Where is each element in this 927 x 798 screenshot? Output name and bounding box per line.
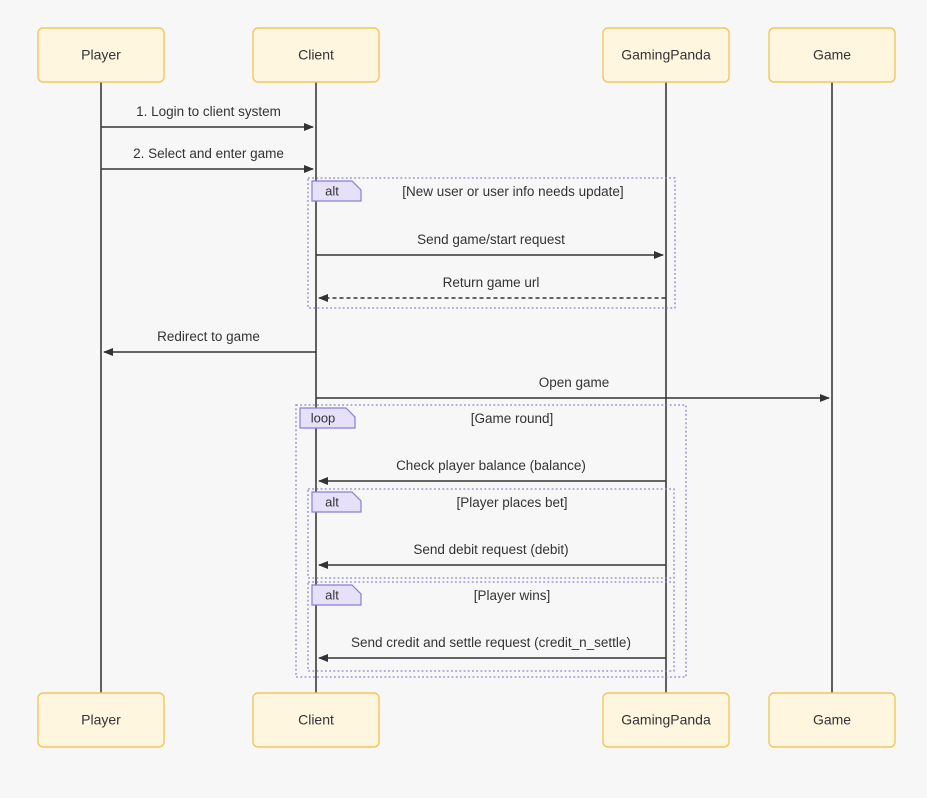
frame-tab-shape — [311, 584, 362, 606]
participant-box[interactable] — [768, 692, 896, 748]
message-m5: Redirect to game — [103, 329, 316, 356]
participants-bottom-group: Player Client GamingPanda Game — [37, 692, 896, 748]
message-label: Open game — [539, 375, 610, 390]
message-label: Send credit and settle request (credit_n… — [351, 635, 631, 650]
participant-player-top[interactable]: Player — [37, 27, 165, 83]
participant-name: GamingPanda — [621, 47, 711, 63]
participant-client-top[interactable]: Client — [252, 27, 380, 83]
participants-top-group: Player Client GamingPanda Game — [37, 27, 896, 83]
message-m9: Send credit and settle request (credit_n… — [318, 635, 666, 662]
participant-box[interactable] — [602, 27, 730, 83]
participant-gamingpanda-top[interactable]: GamingPanda — [602, 27, 730, 83]
participant-box[interactable] — [602, 692, 730, 748]
message-label: Return game url — [443, 275, 540, 290]
participant-game-bottom[interactable]: Game — [768, 692, 896, 748]
frames-group: alt [New user or user info needs update] l… — [295, 177, 687, 678]
message-label: 1. Login to client system — [136, 104, 281, 119]
participant-name: Game — [813, 47, 851, 63]
participant-client-bottom[interactable]: Client — [252, 692, 380, 748]
frame-alt-f4: alt [Player wins] — [307, 581, 675, 672]
frame-loop-f2: loop [Game round] — [295, 404, 687, 678]
frame-tab-shape — [311, 491, 362, 513]
participant-name: Client — [298, 47, 334, 63]
message-m4: Return game url — [318, 275, 666, 302]
lifelines-group — [100, 82, 833, 693]
frame-border — [307, 177, 676, 309]
message-m1: 1. Login to client system — [101, 104, 314, 131]
participant-name: Player — [81, 712, 121, 728]
frame-border — [307, 581, 675, 672]
message-m7: Check player balance (balance) — [318, 458, 666, 485]
message-label: Redirect to game — [157, 329, 260, 344]
participant-name: Game — [813, 712, 851, 728]
frame-condition-label: [Player wins] — [474, 588, 551, 603]
message-label: Send debit request (debit) — [413, 542, 568, 557]
message-label: Send game/start request — [417, 232, 565, 247]
participant-player-bottom[interactable]: Player — [37, 692, 165, 748]
participant-box[interactable] — [252, 27, 380, 83]
message-m2: 2. Select and enter game — [101, 146, 314, 173]
frame-condition-label: [Player places bet] — [456, 495, 567, 510]
frame-kind-label: alt — [325, 183, 339, 198]
message-label: Check player balance (balance) — [396, 458, 586, 473]
frame-alt-f3: alt [Player places bet] — [307, 488, 675, 579]
frame-condition-label: [Game round] — [471, 411, 554, 426]
message-m3: Send game/start request — [316, 232, 664, 259]
frame-border — [295, 404, 687, 678]
message-label: 2. Select and enter game — [133, 146, 284, 161]
participant-name: Player — [81, 47, 121, 63]
message-m6: Open game — [316, 375, 830, 402]
frame-alt-f1: alt [New user or user info needs update] — [307, 177, 676, 309]
participant-box[interactable] — [252, 692, 380, 748]
participant-box[interactable] — [37, 27, 165, 83]
participant-gamingpanda-bottom[interactable]: GamingPanda — [602, 692, 730, 748]
participant-name: GamingPanda — [621, 712, 711, 728]
frame-tab-shape — [311, 180, 362, 202]
messages-group: 1. Login to client system 2. Select and e… — [101, 104, 830, 662]
frame-kind-label: loop — [311, 410, 336, 425]
message-m8: Send debit request (debit) — [318, 542, 666, 569]
participant-box[interactable] — [768, 27, 896, 83]
frame-border — [307, 488, 675, 579]
participant-name: Client — [298, 712, 334, 728]
frame-condition-label: [New user or user info needs update] — [402, 184, 623, 199]
frame-tab-shape — [299, 407, 356, 429]
frame-kind-label: alt — [325, 587, 339, 602]
frame-kind-label: alt — [325, 494, 339, 509]
participant-box[interactable] — [37, 692, 165, 748]
participant-game-top[interactable]: Game — [768, 27, 896, 83]
